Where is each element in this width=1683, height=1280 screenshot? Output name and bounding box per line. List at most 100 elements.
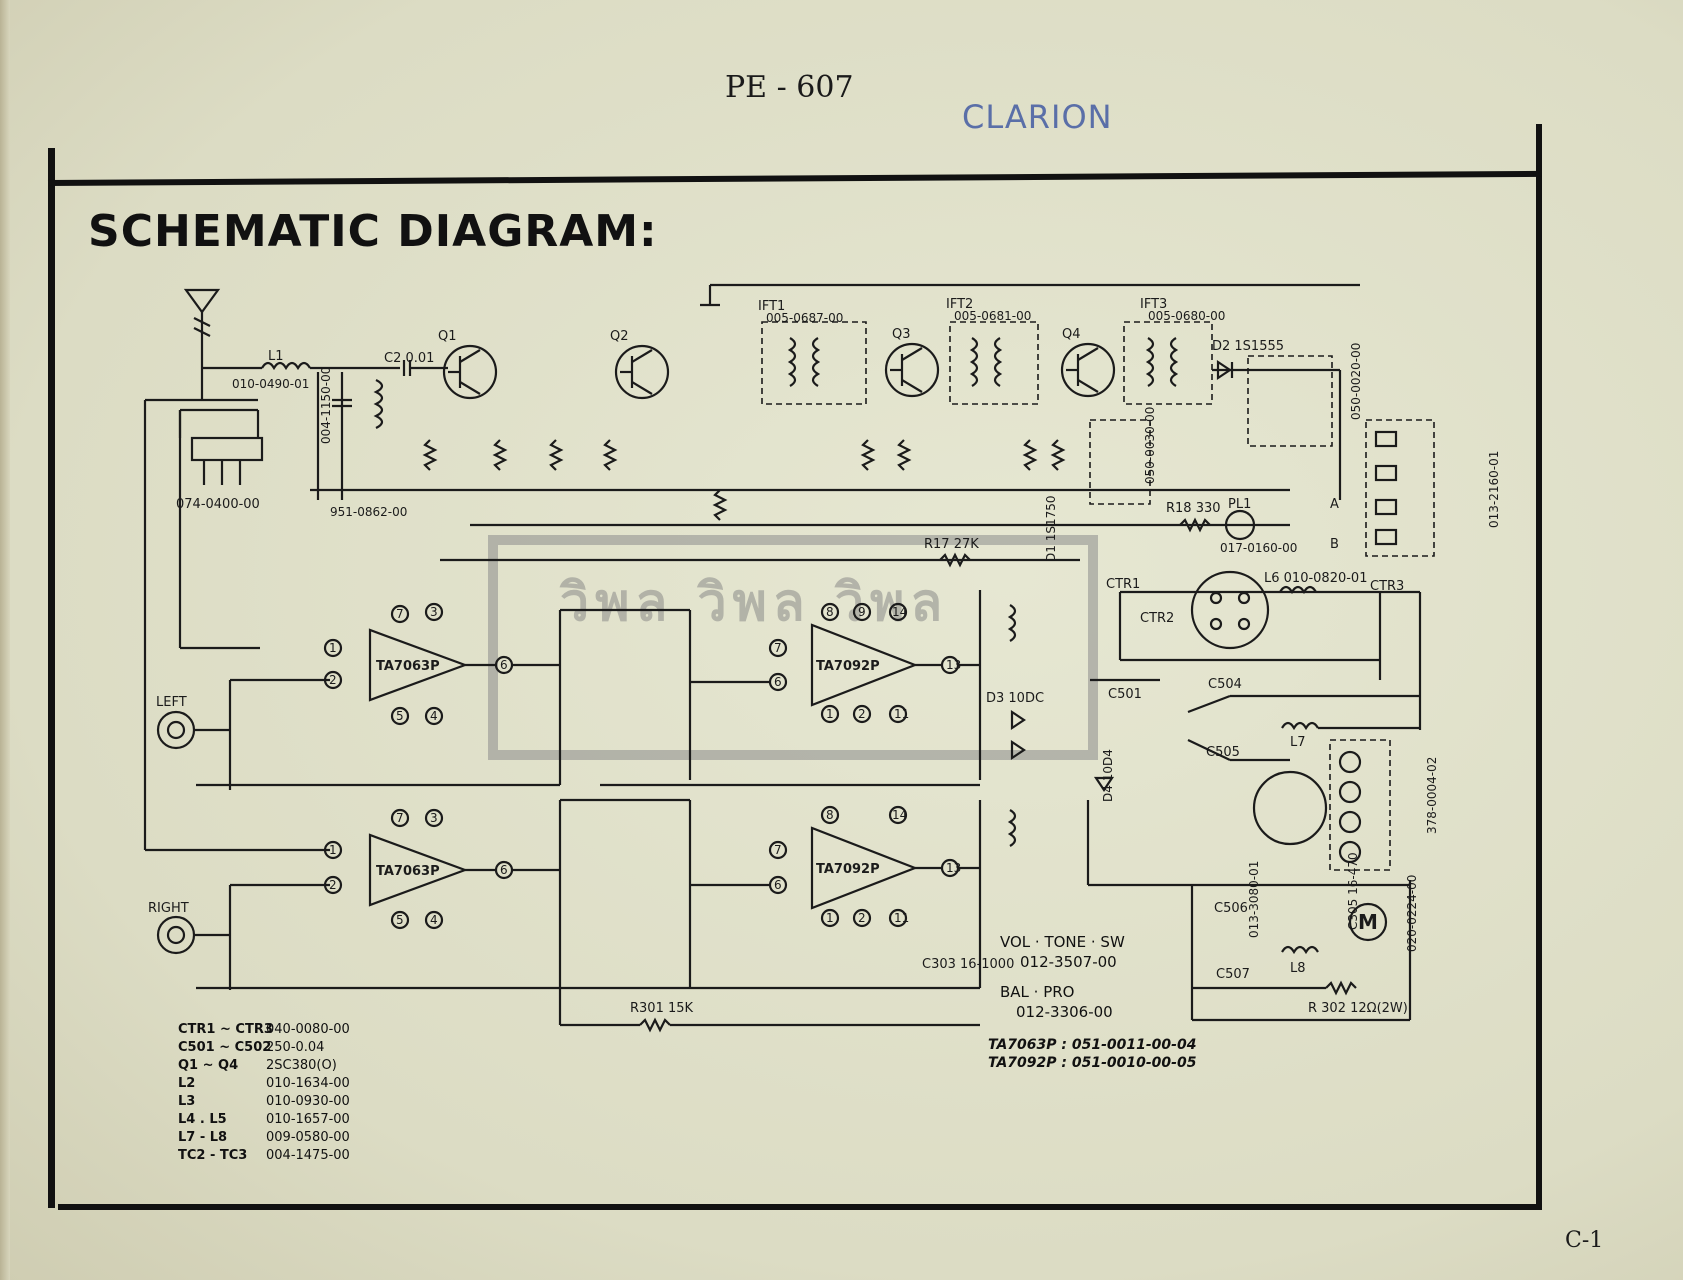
svg-text:C2 0.01: C2 0.01 xyxy=(384,351,434,366)
ta7092p-part: TA7092P : 051-0010-00-05 xyxy=(988,1055,1197,1071)
svg-text:Q2: Q2 xyxy=(610,329,629,344)
jack-part: 378-0004-02 xyxy=(1425,757,1439,834)
control-notes: VOL · TONE · SW 012-3507-00 BAL · PRO 01… xyxy=(1000,932,1125,1022)
antenna-coil: 074-0400-00 xyxy=(176,408,264,512)
legend-row: CTR1 ~ CTR3040-0080-00 xyxy=(178,1022,350,1037)
svg-text:13: 13 xyxy=(946,658,961,672)
c507-label: C507 xyxy=(1216,967,1250,982)
svg-text:L6 010-0820-01: L6 010-0820-01 xyxy=(1264,571,1367,586)
svg-text:2: 2 xyxy=(858,707,866,721)
svg-text:1: 1 xyxy=(329,641,337,655)
ctr-switch xyxy=(1190,570,1270,650)
legend-row: C501 ~ C502250-0.04 xyxy=(178,1040,325,1055)
c305-label: C305 16-470 xyxy=(1346,852,1360,930)
svg-text:Q4: Q4 xyxy=(1062,327,1081,342)
inductor-l7 xyxy=(1281,721,1319,731)
svg-text:6: 6 xyxy=(774,675,782,689)
svg-text:2: 2 xyxy=(329,878,337,892)
brand-handwritten-note: CLARION xyxy=(962,98,1113,136)
svg-text:3: 3 xyxy=(430,605,438,619)
svg-text:IFT3: IFT3 xyxy=(1140,297,1167,312)
ift3-transformer: IFT3 005-0680-00 xyxy=(1123,297,1225,405)
svg-text:L7: L7 xyxy=(1290,735,1306,750)
svg-text:4: 4 xyxy=(430,709,438,723)
vol-tone-sw-label: VOL · TONE · SW xyxy=(1000,933,1125,951)
diode-d3-label: D3 10DC xyxy=(986,691,1044,706)
svg-text:TA7092P: TA7092P xyxy=(816,659,880,674)
svg-text:11: 11 xyxy=(894,707,909,721)
svg-text:TA7063P: TA7063P xyxy=(376,659,440,674)
transistor-q2: Q2 xyxy=(610,329,670,400)
diode-d4-icon xyxy=(1093,776,1115,792)
c506-label: C506 xyxy=(1214,901,1248,916)
svg-text:14: 14 xyxy=(892,808,907,822)
svg-text:2: 2 xyxy=(329,673,337,687)
left-input-jack: LEFT xyxy=(156,695,196,750)
svg-text:3: 3 xyxy=(430,811,438,825)
ic-left-preamp: TA7063P 1 2 7 5 4 3 6 xyxy=(323,602,514,726)
bal-pro-part: 012-3306-00 xyxy=(1016,1003,1113,1021)
svg-text:R17 27K: R17 27K xyxy=(924,537,979,552)
tc1-part: 004-1150-00 xyxy=(319,367,333,444)
inductor-l1 xyxy=(261,361,311,371)
motor-icon: M xyxy=(1348,902,1388,942)
svg-text:7: 7 xyxy=(396,607,404,621)
inductor-l5 xyxy=(1007,809,1017,847)
svg-text:R 302 12Ω(2W): R 302 12Ω(2W) xyxy=(1308,1001,1408,1016)
ground-part: 951-0862-00 xyxy=(330,505,407,519)
c505-label: C505 xyxy=(1206,745,1240,760)
svg-text:1: 1 xyxy=(826,911,834,925)
svg-text:2: 2 xyxy=(858,911,866,925)
diagram-title: SCHEMATIC DIAGRAM: xyxy=(88,206,658,257)
ift2-transformer: IFT2 005-0681-00 xyxy=(946,297,1039,405)
svg-text:005-0681-00: 005-0681-00 xyxy=(954,309,1031,323)
svg-text:5: 5 xyxy=(396,913,404,927)
svg-text:005-0680-00: 005-0680-00 xyxy=(1148,309,1225,323)
pilot-lamp-pl1-icon xyxy=(1224,509,1256,541)
motor-part: 020-0224-00 xyxy=(1405,875,1419,952)
svg-text:005-0687-00: 005-0687-00 xyxy=(766,311,843,325)
document-id: PE - 607 xyxy=(725,70,854,105)
svg-text:017-0160-00: 017-0160-00 xyxy=(1220,541,1297,555)
svg-text:11: 11 xyxy=(894,911,909,925)
ic-left-power-amp: TA7092P 7 6 8 9 14 1 2 11 13 xyxy=(768,602,961,724)
svg-text:D2 1S1555: D2 1S1555 xyxy=(1212,339,1284,354)
svg-text:PL1: PL1 xyxy=(1228,497,1251,512)
svg-text:TA7092P: TA7092P xyxy=(816,862,880,877)
band-switch xyxy=(1365,419,1435,557)
svg-text:7: 7 xyxy=(396,811,404,825)
ctr1-label: CTR1 xyxy=(1106,577,1140,592)
svg-text:6: 6 xyxy=(500,863,508,877)
frame-right-border xyxy=(1536,124,1542,1206)
book-spine-shadow xyxy=(0,0,10,1280)
svg-text:TA7063P: TA7063P xyxy=(376,864,440,879)
switch2-part: 013-3080-01 xyxy=(1247,861,1261,938)
resistor-r302 xyxy=(1325,980,1357,996)
svg-text:7: 7 xyxy=(774,843,782,857)
svg-text:7: 7 xyxy=(774,641,782,655)
svg-text:LEFT: LEFT xyxy=(156,695,187,710)
svg-text:6: 6 xyxy=(500,658,508,672)
watermark-stamp-text: วิพล วิพล วิพล xyxy=(560,573,949,633)
c501-label: C501 xyxy=(1108,687,1142,702)
ta7063p-part: TA7063P : 051-0011-00-04 xyxy=(988,1037,1197,1053)
svg-text:9: 9 xyxy=(858,605,866,619)
svg-text:1: 1 xyxy=(329,843,337,857)
transistor-q1: Q1 xyxy=(438,329,498,400)
svg-text:L8: L8 xyxy=(1290,961,1306,976)
svg-text:4: 4 xyxy=(430,913,438,927)
cct1-part: 050-0030-00 xyxy=(1143,407,1157,484)
l1-label: L1 xyxy=(268,349,284,364)
svg-text:IFT2: IFT2 xyxy=(946,297,973,312)
svg-text:IFT1: IFT1 xyxy=(758,299,785,314)
resistor-r301 xyxy=(639,1017,671,1033)
svg-text:B: B xyxy=(1330,537,1339,552)
bal-pro-label: BAL · PRO xyxy=(1000,983,1075,1001)
